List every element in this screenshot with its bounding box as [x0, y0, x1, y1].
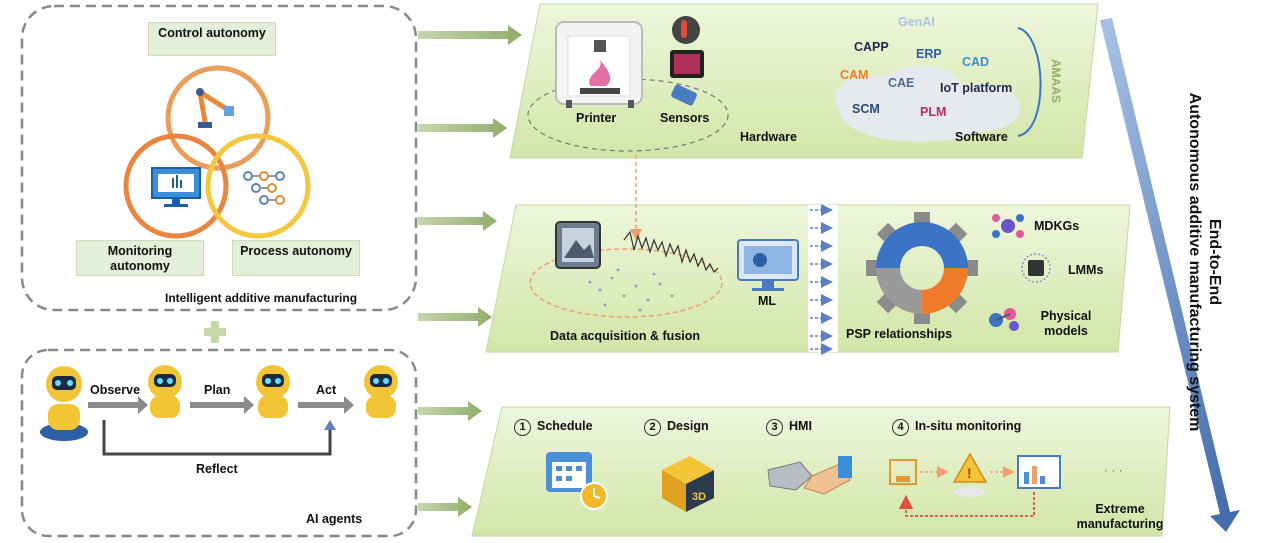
data-acquisition-label: Data acquisition & fusion [550, 329, 701, 343]
hmi-step: 3 HMI [766, 419, 812, 436]
svg-text:3D: 3D [692, 491, 706, 503]
data-ellipse [529, 248, 723, 318]
reflect-loop [102, 420, 332, 456]
design-label: Design [667, 419, 709, 433]
end-to-end-arrow [1100, 18, 1240, 532]
hardware-label: Hardware [740, 130, 797, 144]
schedule-label: Schedule [537, 419, 593, 433]
scm-label: SCM [852, 102, 880, 116]
process-autonomy-label: Process autonomy [232, 240, 360, 276]
sensors-icon [670, 16, 704, 106]
extreme-manufacturing-label: Extreme manufacturing [1076, 502, 1164, 531]
schedule-icon [546, 452, 608, 510]
schedule-step: 1 Schedule [514, 419, 593, 436]
cam-label: CAM [840, 68, 869, 82]
step-number: 1 [514, 419, 531, 436]
physical-models-label: Physical models [1040, 309, 1092, 338]
lmms-label: LMMs [1068, 263, 1104, 277]
in-situ-label: In-situ monitoring [915, 419, 1022, 433]
process-autonomy-ring [205, 133, 311, 239]
cae-label: CAE [888, 76, 915, 90]
mdkgs-label: MDKGs [1034, 219, 1080, 233]
process-flow-icon [243, 171, 285, 205]
amaas-label: AMAAS [1049, 59, 1063, 103]
ai-agents-box [20, 348, 418, 538]
intelligent-am-title: Intelligent additive manufacturing [165, 291, 358, 305]
control-autonomy-ring [165, 65, 271, 171]
monitoring-autonomy-label: Monitoring autonomy [76, 240, 204, 276]
monitor-icon [151, 167, 201, 207]
psp-gear-icon [866, 212, 978, 324]
psp-label: PSP relationships [846, 327, 953, 341]
robot-observe-start [40, 366, 88, 441]
side-title-line1: End-to-End [1206, 218, 1223, 306]
software-cloud [835, 66, 1020, 142]
lmms-icon [1021, 253, 1051, 283]
design-icon: 3D [662, 456, 714, 512]
control-autonomy-label: Control autonomy [148, 22, 276, 56]
observe-label: Observe [90, 383, 141, 397]
ml-computer-icon [737, 239, 799, 291]
robot-act [256, 365, 290, 418]
printer-icon [555, 21, 643, 108]
flow-arrows [418, 25, 522, 517]
robot-plan [148, 365, 182, 418]
waveform-icon [623, 230, 719, 274]
mdkgs-icon [992, 214, 1024, 238]
scatter-points-icon [588, 268, 674, 312]
act-label: Act [316, 383, 337, 397]
sensors-label: Sensors [660, 111, 710, 125]
erp-label: ERP [916, 47, 942, 61]
reflect-arrowhead [324, 420, 336, 430]
side-title: End-to-End Autonomous additive manufactu… [1180, 92, 1224, 432]
in-situ-step: 4 In-situ monitoring [892, 419, 1021, 436]
plan-label: Plan [204, 383, 231, 397]
robot-arm-icon [196, 88, 234, 128]
capp-label: CAPP [854, 40, 889, 54]
printer-label: Printer [576, 111, 617, 125]
plus-icon [204, 321, 226, 343]
in-situ-monitoring-icons: ! [889, 452, 1061, 517]
amaas-bracket [1017, 27, 1042, 137]
monitoring-autonomy-ring [123, 133, 229, 239]
intelligent-am-box [20, 4, 418, 312]
applications-panel [471, 406, 1171, 537]
software-label: Software [955, 130, 1008, 144]
ml-label: ML [758, 294, 777, 308]
more-ellipsis: · · · [1104, 463, 1123, 477]
design-step: 2 Design [644, 419, 709, 436]
plm-label: PLM [920, 105, 947, 119]
hmi-label: HMI [789, 419, 812, 433]
step-number: 3 [766, 419, 783, 436]
image-icon [555, 221, 601, 269]
physical-models-icon [989, 308, 1019, 331]
dashed-blue-arrows [810, 204, 833, 355]
svg-text:!: ! [967, 465, 972, 481]
side-title-line2: Autonomous additive manufacturing system [1186, 92, 1203, 432]
cad-label: CAD [962, 55, 990, 69]
ml-divider [808, 205, 838, 352]
step-number: 4 [892, 419, 909, 436]
iot-label: IoT platform [940, 81, 1013, 95]
genai-label: GenAI [898, 15, 935, 29]
handshake-icon [767, 456, 852, 495]
agent-step-arrows [88, 396, 354, 414]
step-number: 2 [644, 419, 661, 436]
robot-final [364, 365, 398, 418]
reflect-label: Reflect [196, 462, 238, 476]
ai-agents-title: AI agents [306, 512, 363, 526]
